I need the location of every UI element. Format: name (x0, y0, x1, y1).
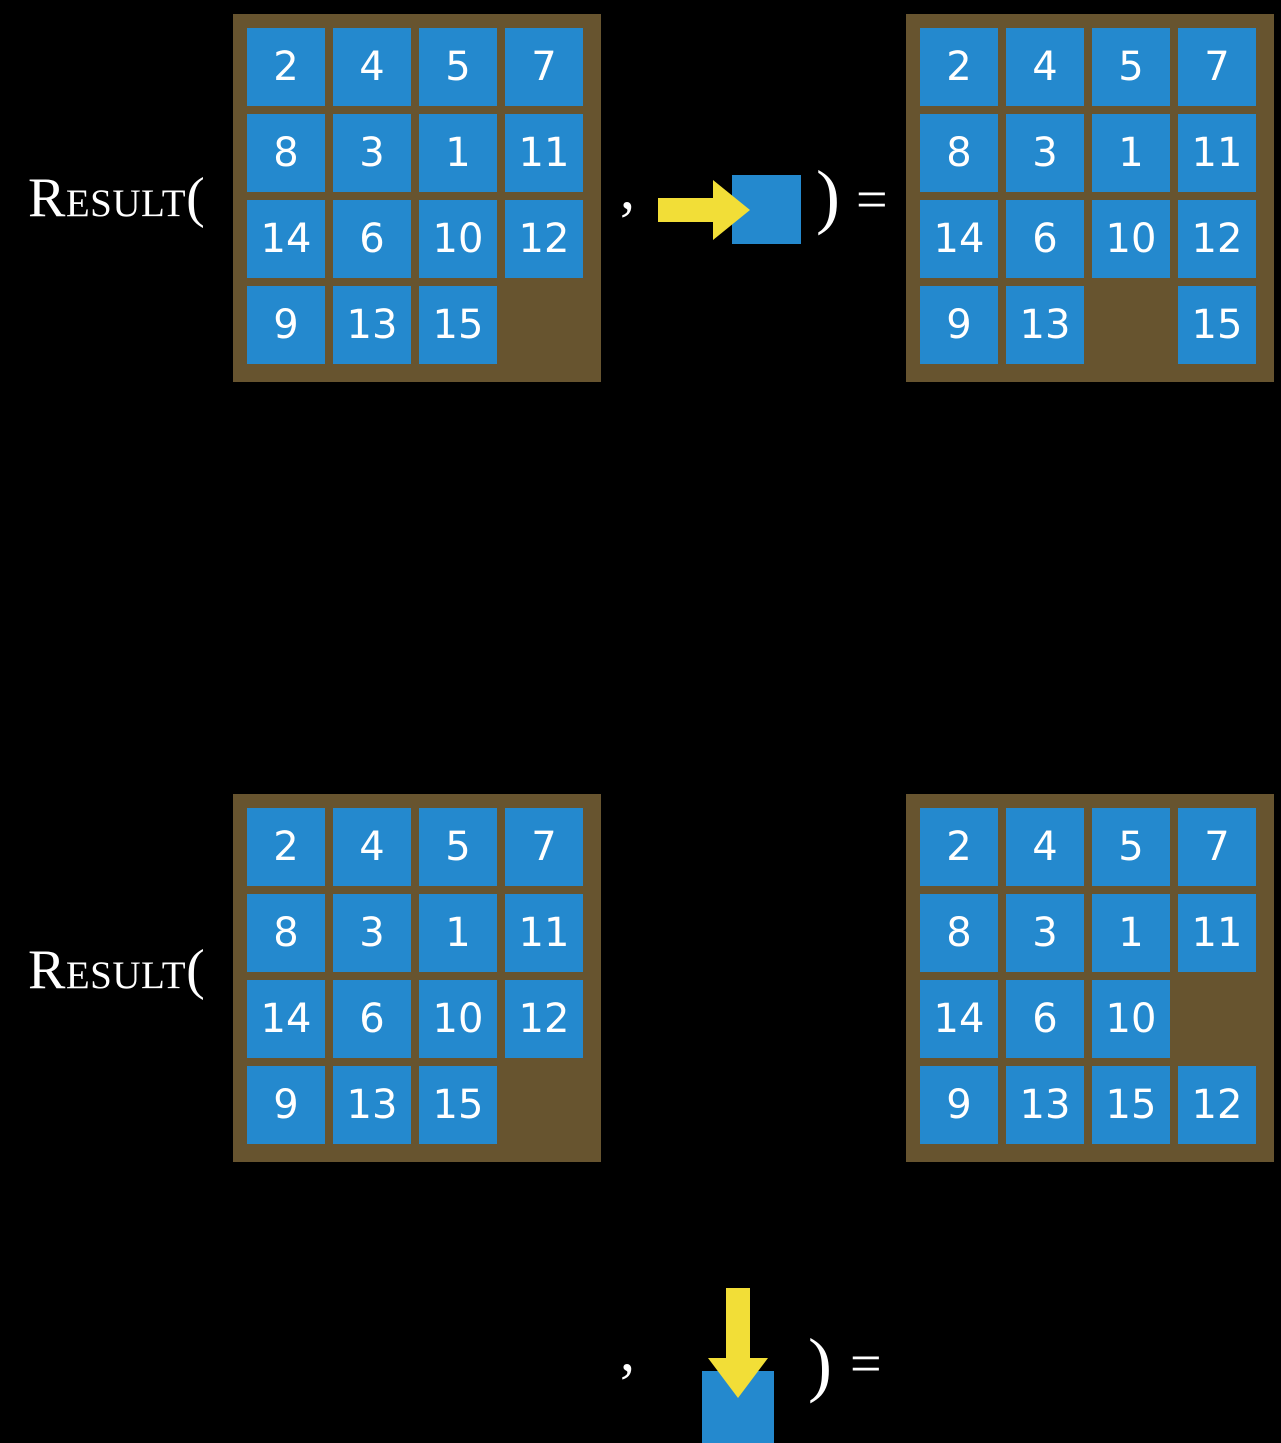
board-tile: 2 (247, 28, 325, 106)
board-tile: 12 (1178, 1066, 1256, 1144)
board-tile: 5 (419, 28, 497, 106)
board-tile: 3 (333, 114, 411, 192)
board-tile: 5 (419, 808, 497, 886)
operator-area-row-1: , ) = (610, 0, 900, 390)
board-tile: 12 (505, 200, 583, 278)
board-tile: 5 (1092, 808, 1170, 886)
board-tile: 9 (920, 286, 998, 364)
board-tile: 14 (247, 200, 325, 278)
equals-sign-row-1: = (856, 169, 888, 231)
board-tile: 11 (505, 114, 583, 192)
board-tile: 13 (333, 1066, 411, 1144)
board-tile: 6 (333, 980, 411, 1058)
board-tile: 2 (920, 808, 998, 886)
board-tile: 1 (419, 894, 497, 972)
board-empty-cell (505, 286, 583, 364)
board-tile: 5 (1092, 28, 1170, 106)
board-empty-cell (1092, 286, 1170, 364)
board-tile: 7 (505, 808, 583, 886)
board-tile: 1 (1092, 114, 1170, 192)
board-tile: 9 (920, 1066, 998, 1144)
board-tile: 11 (1178, 894, 1256, 972)
board-tile: 12 (505, 980, 583, 1058)
board-tile: 10 (419, 200, 497, 278)
board-tile: 10 (419, 980, 497, 1058)
board-tile: 12 (1178, 200, 1256, 278)
board-tile: 8 (247, 894, 325, 972)
comma-separator-row-2: , (620, 1317, 635, 1383)
board-tile: 8 (920, 114, 998, 192)
board-tile: 15 (419, 286, 497, 364)
board-tile: 6 (1006, 980, 1084, 1058)
board-tile: 15 (1178, 286, 1256, 364)
board-tile: 8 (920, 894, 998, 972)
board-tile: 4 (1006, 28, 1084, 106)
board-tile: 3 (1006, 114, 1084, 192)
board-tile: 13 (333, 286, 411, 364)
board-tile: 15 (1092, 1066, 1170, 1144)
board-tile: 13 (1006, 286, 1084, 364)
comma-separator-row-1: , (620, 155, 635, 221)
board-tile: 6 (333, 200, 411, 278)
board-tile: 14 (920, 980, 998, 1058)
board-tile: 11 (1178, 114, 1256, 192)
paren-close-row-2: ) (808, 1324, 832, 1404)
board-tile: 4 (333, 28, 411, 106)
board-tile: 3 (1006, 894, 1084, 972)
board-tile: 9 (247, 1066, 325, 1144)
board-tile: 14 (247, 980, 325, 1058)
board-tile: 9 (247, 286, 325, 364)
operator-area-row-2: , ) = (610, 780, 900, 1443)
board-tile: 8 (247, 114, 325, 192)
arrow-right-icon (658, 180, 750, 240)
board-empty-cell (1178, 980, 1256, 1058)
board-tile: 13 (1006, 1066, 1084, 1144)
arrow-down-icon (708, 1288, 768, 1398)
equals-sign-row-2: = (850, 1333, 882, 1395)
board-tile: 2 (920, 28, 998, 106)
board-tile: 7 (505, 28, 583, 106)
board-tile: 10 (1092, 980, 1170, 1058)
board-tile: 3 (333, 894, 411, 972)
result-label-row-1: Result( (28, 167, 206, 229)
board-tile: 1 (419, 114, 497, 192)
result-label-row-2: Result( (28, 939, 206, 1001)
board-tile: 14 (920, 200, 998, 278)
board-empty-cell (505, 1066, 583, 1144)
board-tile: 7 (1178, 28, 1256, 106)
board-tile: 6 (1006, 200, 1084, 278)
board-tile: 4 (333, 808, 411, 886)
board-tile: 1 (1092, 894, 1170, 972)
board-tile: 4 (1006, 808, 1084, 886)
board-tile: 11 (505, 894, 583, 972)
board-tile: 2 (247, 808, 325, 886)
board-tile: 7 (1178, 808, 1256, 886)
paren-close-row-1: ) (816, 156, 840, 236)
board-tile: 15 (419, 1066, 497, 1144)
board-tile: 10 (1092, 200, 1170, 278)
